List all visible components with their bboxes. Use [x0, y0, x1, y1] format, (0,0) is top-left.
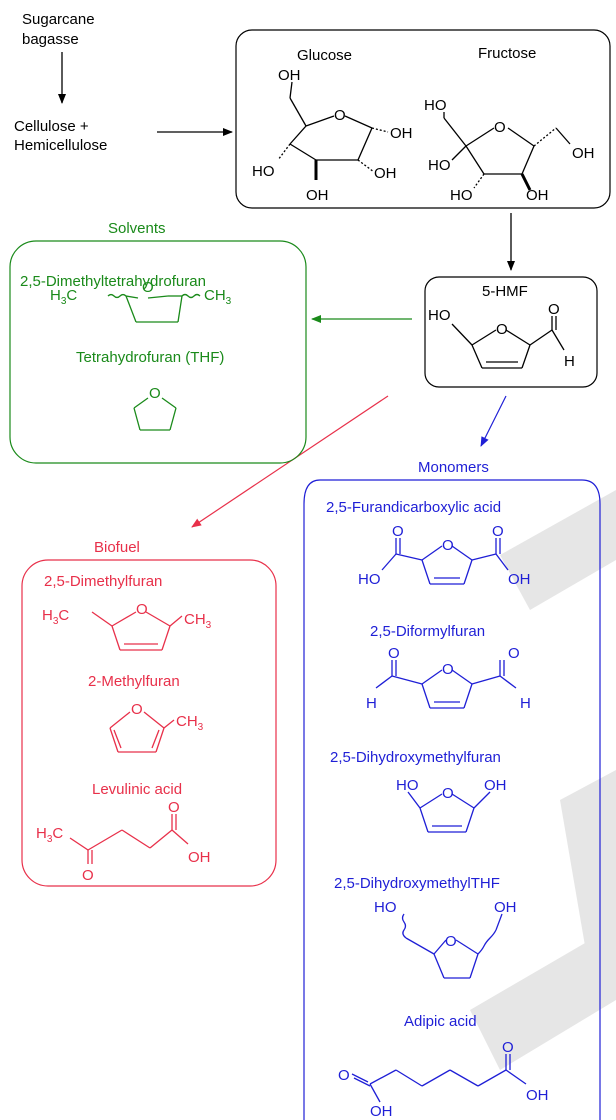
arrow-hmf-to-monomers — [480, 395, 507, 447]
adipic-structure — [351, 1054, 527, 1103]
watermark — [470, 490, 616, 1070]
mf-oxygen: O — [131, 701, 143, 718]
dff-h-left: H — [366, 695, 377, 712]
levulinic-structure — [69, 814, 189, 864]
glucose-oh-2: OH — [374, 165, 397, 182]
hmf-aldehyde-h: H — [564, 353, 575, 370]
monomers-item-dhmf: 2,5-Dihydroxymethylfuran — [330, 749, 501, 766]
fructose-oh-6: OH — [572, 145, 595, 162]
sugars-box — [235, 29, 611, 209]
dmthf-structure — [107, 293, 201, 323]
monomers-title: Monomers — [418, 459, 489, 476]
hmf-box — [424, 276, 598, 388]
adipic-oh-right: OH — [526, 1087, 549, 1104]
dmthf-ch3: CH3 — [204, 287, 232, 307]
thf-structure — [133, 397, 177, 431]
fructose-ho-2: HO — [428, 157, 451, 174]
fdca-oh: OH — [508, 571, 531, 588]
fructose-structure — [443, 112, 571, 191]
solvents-item-dmthf: 2,5-Dimethyltetrahydrofuran — [20, 273, 206, 290]
hmf-title: 5-HMF — [482, 283, 528, 300]
adipic-oh-left: OH — [370, 1103, 393, 1120]
fdca-oxygen-left: O — [392, 523, 404, 540]
dmthf-oxygen: O — [142, 279, 154, 296]
mf-ch3: CH3 — [176, 713, 204, 733]
glucose-label: Glucose — [297, 47, 352, 64]
dmf-structure — [91, 611, 183, 651]
fdca-structure — [381, 538, 509, 585]
source-label-1: Sugarcane — [22, 11, 95, 28]
dff-oxygen-right: O — [508, 645, 520, 662]
biofuel-title: Biofuel — [94, 539, 140, 556]
fructose-ring-oxygen: O — [494, 119, 506, 136]
fructose-ho-3: HO — [450, 187, 473, 204]
fdca-ring-oxygen: O — [442, 537, 454, 554]
monomers-item-fdca: 2,5-Furandicarboxylic acid — [326, 499, 501, 516]
biofuel-item-mf: 2-Methylfuran — [88, 673, 180, 690]
dmf-ch3: CH3 — [184, 611, 212, 631]
levulinic-ketone-oxygen: O — [82, 867, 94, 884]
biofuel-box — [21, 559, 277, 887]
hmf-ho: HO — [428, 307, 451, 324]
dhmthf-ring-oxygen: O — [445, 933, 457, 950]
thf-oxygen: O — [149, 385, 161, 402]
biofuel-item-dmf: 2,5-Dimethylfuran — [44, 573, 162, 590]
dhmf-ho: HO — [396, 777, 419, 794]
fructose-oh-4: OH — [526, 187, 549, 204]
dhmf-ring-oxygen: O — [442, 785, 454, 802]
dff-oxygen-left: O — [388, 645, 400, 662]
dff-h-right: H — [520, 695, 531, 712]
glucose-oh-anomeric: OH — [390, 125, 413, 142]
dff-ring-oxygen: O — [442, 661, 454, 678]
dhmthf-structure — [401, 913, 503, 979]
dhmthf-oh: OH — [494, 899, 517, 916]
dff-structure — [375, 660, 517, 709]
dmthf-h3c: H3C — [50, 287, 77, 307]
fdca-oxygen-right: O — [492, 523, 504, 540]
levulinic-h3c: H3C — [36, 825, 63, 845]
fructose-ho-1: HO — [424, 97, 447, 114]
dhmf-structure — [407, 791, 491, 833]
hmf-structure — [451, 316, 565, 369]
glucose-structure — [277, 81, 389, 180]
intermediate-label-1: Cellulose + — [14, 118, 89, 135]
solvents-title: Solvents — [108, 220, 166, 237]
monomers-box — [303, 479, 601, 1120]
levulinic-oh: OH — [188, 849, 211, 866]
hmf-ring-oxygen: O — [496, 321, 508, 338]
dmf-h3c: H3C — [42, 607, 69, 627]
glucose-ch2oh: OH — [278, 67, 301, 84]
mf-structure — [109, 711, 175, 753]
source-label-2: bagasse — [22, 31, 79, 48]
solvents-box — [9, 240, 307, 464]
glucose-oh-3: OH — [306, 187, 329, 204]
hmf-aldehyde-oxygen: O — [548, 301, 560, 318]
dhmf-oh: OH — [484, 777, 507, 794]
dhmthf-ho: HO — [374, 899, 397, 916]
biofuel-item-levulinic: Levulinic acid — [92, 781, 182, 798]
fructose-label: Fructose — [478, 45, 536, 62]
glucose-oh-4: HO — [252, 163, 275, 180]
fdca-ho: HO — [358, 571, 381, 588]
monomers-item-dff: 2,5-Diformylfuran — [370, 623, 485, 640]
monomers-item-adipic: Adipic acid — [404, 1013, 477, 1030]
adipic-oxygen-right: O — [502, 1039, 514, 1056]
monomers-item-dhmthf: 2,5-DihydroxymethylTHF — [334, 875, 500, 892]
solvents-item-thf: Tetrahydrofuran (THF) — [76, 349, 224, 366]
dmf-oxygen: O — [136, 601, 148, 618]
levulinic-acid-oxygen: O — [168, 799, 180, 816]
intermediate-label-2: Hemicellulose — [14, 137, 107, 154]
glucose-ring-oxygen: O — [334, 107, 346, 124]
adipic-oxygen-left: O — [338, 1067, 350, 1084]
